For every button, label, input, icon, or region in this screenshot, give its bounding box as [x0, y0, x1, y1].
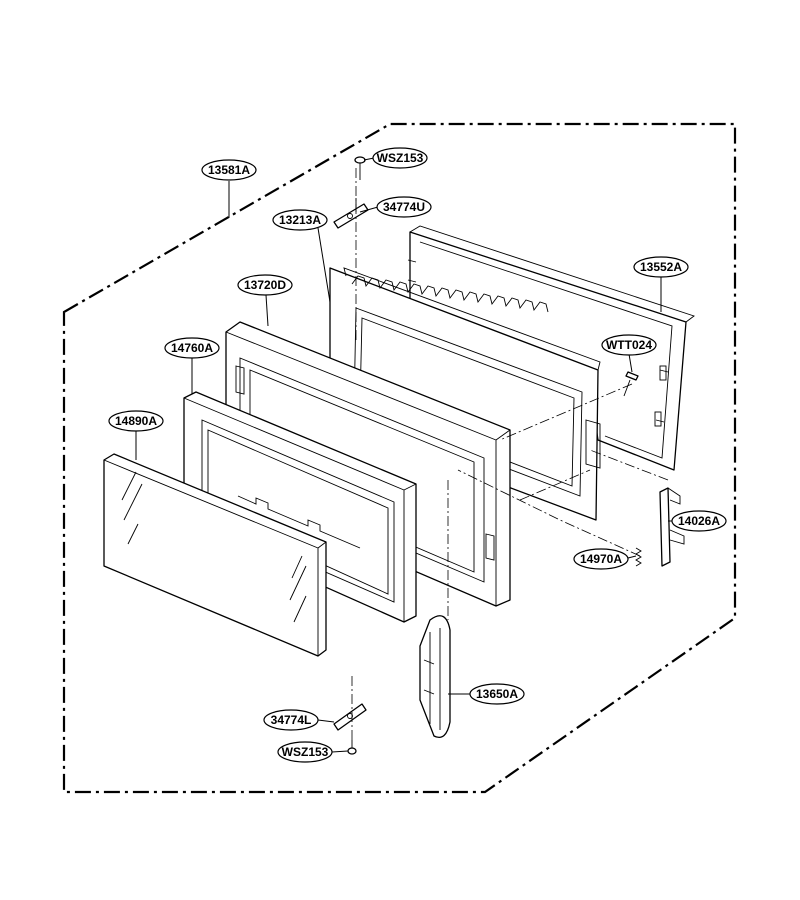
callout-latch-screw-text: WTT024	[606, 338, 652, 352]
latch-lever-part	[659, 487, 685, 567]
callout-latch-lever: 14026A	[671, 510, 727, 532]
callout-choke-cover: 13552A	[633, 256, 689, 278]
callout-handle-text: 13650A	[476, 687, 518, 701]
door-screen-part	[183, 391, 417, 623]
assembly-axes	[351, 168, 669, 742]
callout-door-frame: 13720D	[237, 274, 293, 296]
callout-screw-top-text: WSZ153	[377, 151, 424, 165]
callout-latch-lever-text: 14026A	[678, 514, 720, 528]
latch-screw-part	[623, 371, 639, 397]
callout-hinge-bottom: 34774L	[263, 709, 319, 731]
callout-latch-spring-text: 14970A	[580, 552, 622, 566]
bottom-hinge-part	[333, 703, 367, 731]
callout-screw-bottom: WSZ153	[277, 741, 333, 763]
callout-hinge-top-text: 34774U	[383, 200, 425, 214]
callout-choke-cover-text: 13552A	[640, 260, 682, 274]
top-hinge-part	[333, 198, 369, 229]
callout-door-screen: 14760A	[164, 337, 220, 359]
handle-part	[419, 615, 451, 739]
callout-inner-door-frame-text: 13213A	[279, 213, 321, 227]
callout-screw-top: WSZ153	[372, 147, 428, 169]
callout-assembly-text: 13581A	[208, 163, 250, 177]
callout-hinge-bottom-text: 34774L	[271, 713, 312, 727]
callout-screw-bottom-text: WSZ153	[282, 745, 329, 759]
leader-lines	[135, 157, 672, 753]
callout-latch-spring: 14970A	[573, 548, 629, 570]
top-screw-part	[354, 156, 366, 180]
callout-inner-door-frame: 13213A	[272, 209, 328, 231]
latch-spring-part	[635, 547, 642, 567]
callout-assembly: 13581A	[201, 159, 257, 181]
callout-door-frame-text: 13720D	[244, 278, 286, 292]
callout-latch-screw: WTT024	[601, 334, 657, 356]
callout-door-glass: 14890A	[108, 410, 164, 432]
callout-door-glass-text: 14890A	[115, 414, 157, 428]
bottom-screw-part	[347, 740, 357, 755]
door-glass-part	[103, 453, 327, 657]
callout-door-screen-text: 14760A	[171, 341, 213, 355]
callout-handle: 13650A	[469, 683, 525, 705]
callout-hinge-top: 34774U	[376, 196, 432, 218]
